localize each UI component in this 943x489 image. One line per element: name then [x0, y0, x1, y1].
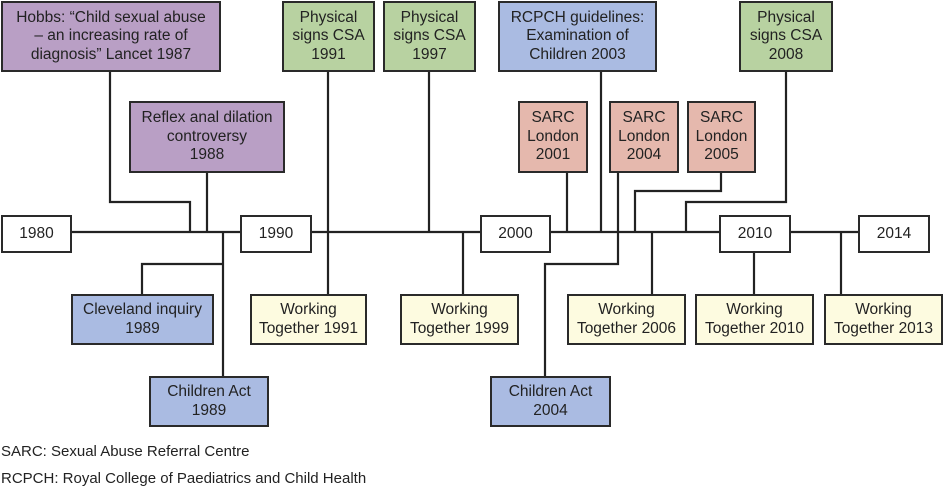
connector-sarc-2004	[543, 172, 620, 376]
connector-cleveland	[140, 262, 223, 294]
event-children-act-2004: Children Act 2004	[490, 376, 611, 427]
event-working-together-2010: Working Together 2010	[695, 294, 814, 345]
event-working-together-1991: Working Together 1991	[250, 294, 367, 345]
connector-hobbs	[108, 71, 192, 232]
event-cleveland-inquiry-1989: Cleveland inquiry 1989	[71, 294, 214, 345]
event-children-act-1989: Children Act 1989	[149, 376, 269, 427]
year-1980: 1980	[1, 215, 72, 253]
year-2010: 2010	[719, 215, 791, 253]
event-sarc-london-2004: SARC London 2004	[609, 101, 679, 173]
event-physical-signs-1991: Physical signs CSA 1991	[282, 1, 375, 72]
footnote-rcpch: RCPCH: Royal College of Paediatrics and …	[1, 470, 367, 487]
event-working-together-1999: Working Together 1999	[400, 294, 519, 345]
event-working-together-2013: Working Together 2013	[824, 294, 943, 345]
event-physical-signs-1997: Physical signs CSA 1997	[383, 1, 476, 72]
connector-physical-2008	[684, 71, 788, 232]
event-reflex-anal-dilation-1988: Reflex anal dilation controversy 1988	[129, 101, 285, 173]
connector-sarc-2005	[633, 172, 723, 232]
event-sarc-london-2001: SARC London 2001	[518, 101, 588, 173]
event-sarc-london-2005: SARC London 2005	[687, 101, 756, 173]
footnote-sarc: SARC: Sexual Abuse Referral Centre	[1, 443, 250, 460]
event-working-together-2006: Working Together 2006	[567, 294, 686, 345]
event-rcpch-guidelines-2003: RCPCH guidelines: Examination of Childre…	[498, 1, 657, 72]
year-2014: 2014	[858, 215, 930, 253]
year-2000: 2000	[480, 215, 551, 253]
event-physical-signs-2008: Physical signs CSA 2008	[739, 1, 833, 72]
year-1990: 1990	[240, 215, 312, 253]
event-hobbs-1987: Hobbs: “Child sexual abuse – an increasi…	[1, 1, 221, 72]
